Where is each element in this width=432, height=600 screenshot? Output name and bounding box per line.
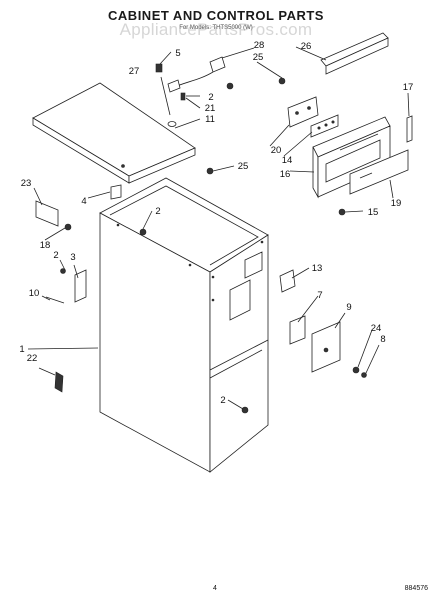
callout-16: 16 <box>280 169 291 180</box>
callout-3: 3 <box>70 252 75 263</box>
callout-25: 25 <box>253 52 264 63</box>
cabinet-body <box>99 177 269 473</box>
callout-2: 2 <box>155 206 160 217</box>
callout-23: 23 <box>21 178 32 189</box>
callout-26: 26 <box>301 41 312 52</box>
watermark: AppliancePartsPros.com <box>120 20 313 39</box>
callout-18: 18 <box>40 240 51 251</box>
callout-27: 27 <box>129 66 140 77</box>
callout-28: 28 <box>254 40 265 51</box>
console-end-cap <box>406 115 413 143</box>
callout-2: 2 <box>208 92 213 103</box>
callout-9: 9 <box>346 302 351 313</box>
callout-8: 8 <box>380 334 385 345</box>
callout-labels: 1 2 2 2 2 3 4 5 7 8 9 10 11 13 14 15 16 … <box>19 40 413 406</box>
control-bracket <box>287 96 319 128</box>
callout-14: 14 <box>282 155 293 166</box>
callout-21: 21 <box>205 103 216 114</box>
callout-15: 15 <box>368 207 379 218</box>
callout-13: 13 <box>312 263 323 274</box>
callout-2: 2 <box>53 250 58 261</box>
callout-1: 1 <box>19 344 24 355</box>
callout-25: 25 <box>238 161 249 172</box>
callout-10: 10 <box>29 288 40 299</box>
leader-lines <box>27 46 410 410</box>
page-number: 4 <box>213 585 217 592</box>
top-lid <box>32 82 196 184</box>
callout-5: 5 <box>175 48 180 59</box>
callout-11: 11 <box>205 114 215 125</box>
callout-24: 24 <box>371 323 382 334</box>
console-overlay <box>349 149 409 195</box>
model-line: For Models: THTS5000 (W) <box>179 25 253 31</box>
diagram-title: CABINET AND CONTROL PARTS <box>108 8 324 23</box>
rear-trim <box>320 32 389 75</box>
callout-4: 4 <box>81 196 86 207</box>
lid-switch-harness <box>167 56 226 93</box>
callout-19: 19 <box>391 198 402 209</box>
side-components <box>35 184 341 373</box>
callout-2: 2 <box>220 395 225 406</box>
switch-block <box>310 114 339 138</box>
callout-17: 17 <box>403 82 414 93</box>
diagram-code: 884576 <box>405 585 428 592</box>
control-console <box>312 116 391 199</box>
callout-22: 22 <box>27 353 38 364</box>
callout-7: 7 <box>317 290 322 301</box>
hardware-screws <box>45 63 367 414</box>
callout-20: 20 <box>271 145 282 156</box>
